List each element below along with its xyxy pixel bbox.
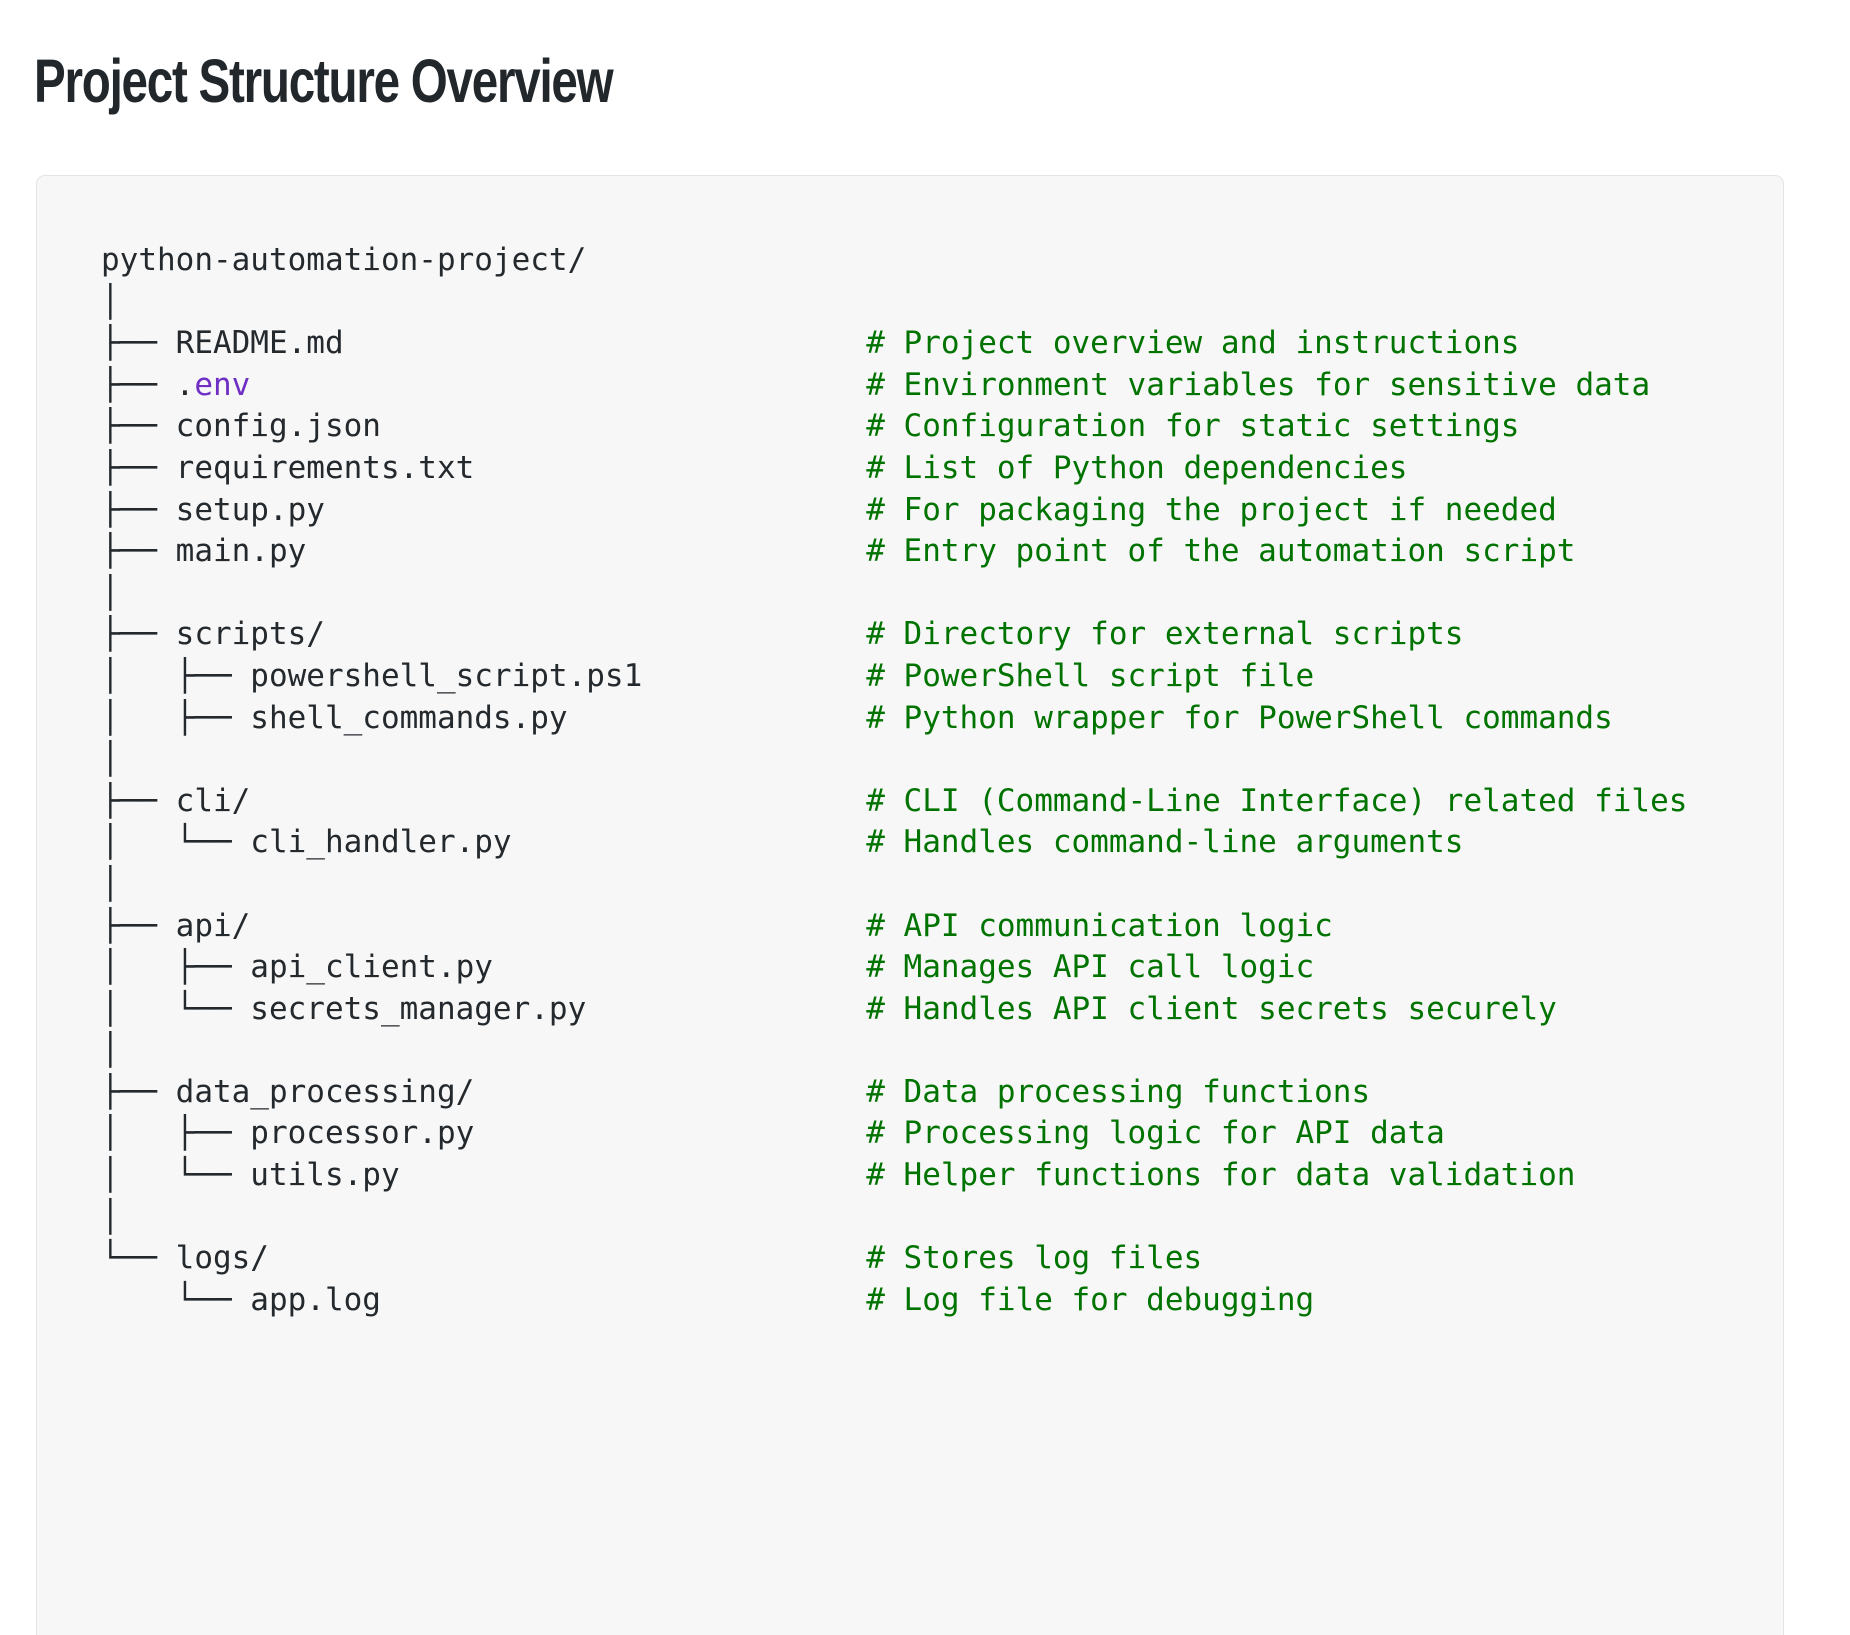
- tree-line: ├── main.py # Entry point of the automat…: [101, 533, 1576, 570]
- tree-line-comment: # Helper functions for data validation: [866, 1157, 1576, 1194]
- tree-line: │ ├── powershell_script.ps1 # PowerShell…: [101, 657, 1315, 694]
- tree-line: │ ├── shell_commands.py # Python wrapper…: [101, 699, 1613, 736]
- file-extension-highlight: env: [194, 366, 251, 403]
- tree-line-comment: # Environment variables for sensitive da…: [866, 366, 1651, 403]
- tree-line: ├── setup.py # For packaging the project…: [101, 491, 1557, 528]
- tree-line: └── app.log # Log file for debugging: [101, 1281, 1315, 1318]
- tree-line: python-automation-project/: [101, 242, 587, 278]
- code-block-scroll-area[interactable]: python-automation-project/ │ ├── README.md…: [37, 176, 1783, 1635]
- tree-line: ├── config.json # Configuration for stat…: [101, 408, 1520, 445]
- tree-line-comment: # Manages API call logic: [866, 949, 1315, 986]
- tree-line: ├── data_processing/ # Data processing f…: [101, 1073, 1371, 1110]
- code-block-card: python-automation-project/ │ ├── README.md…: [36, 175, 1784, 1635]
- tree-line: │: [101, 865, 120, 902]
- page-title: Project Structure Overview: [34, 46, 614, 115]
- tree-line-comment: # API communication logic: [866, 907, 1333, 944]
- tree-line-comment: # Log file for debugging: [866, 1281, 1315, 1318]
- tree-line: │ ├── processor.py # Processing logic fo…: [101, 1115, 1445, 1152]
- tree-line-comment: # List of Python dependencies: [866, 449, 1408, 486]
- tree-line: │ └── utils.py # Helper functions for da…: [101, 1157, 1576, 1194]
- tree-line: ├── requirements.txt # List of Python de…: [101, 449, 1408, 486]
- tree-line-comment: # CLI (Command-Line Interface) related f…: [866, 782, 1688, 819]
- tree-line: │: [101, 283, 120, 320]
- tree-line: └── logs/ # Stores log files: [101, 1240, 1203, 1277]
- tree-line-comment: # Directory for external scripts: [866, 616, 1464, 653]
- tree-line: │ ├── api_client.py # Manages API call l…: [101, 949, 1315, 986]
- tree-line: ├── README.md # Project overview and ins…: [101, 325, 1520, 362]
- tree-line: │: [101, 1032, 120, 1069]
- tree-line: ├── cli/ # CLI (Command-Line Interface) …: [101, 782, 1688, 819]
- tree-line-comment: # For packaging the project if needed: [866, 491, 1557, 528]
- tree-line: ├── scripts/ # Directory for external sc…: [101, 616, 1464, 653]
- tree-line-comment: # Processing logic for API data: [866, 1115, 1445, 1152]
- tree-line-comment: # Data processing functions: [866, 1073, 1371, 1110]
- tree-line: │: [101, 1198, 120, 1235]
- tree-line-comment: # Python wrapper for PowerShell commands: [866, 699, 1613, 736]
- tree-line: ├── .env # Environment variables for sen…: [101, 366, 1651, 403]
- tree-line-comment: # Handles command-line arguments: [866, 824, 1464, 861]
- tree-line: │: [101, 574, 120, 611]
- tree-line-comment: # Stores log files: [866, 1240, 1203, 1277]
- tree-line: │ └── secrets_manager.py # Handles API c…: [101, 990, 1557, 1027]
- tree-line-comment: # Configuration for static settings: [866, 408, 1520, 445]
- tree-line-comment: # Project overview and instructions: [866, 325, 1520, 362]
- tree-line: │: [101, 741, 120, 778]
- tree-line: │ └── cli_handler.py # Handles command-l…: [101, 824, 1464, 861]
- tree-line-comment: # PowerShell script file: [866, 657, 1315, 694]
- tree-line-comment: # Entry point of the automation script: [866, 533, 1576, 570]
- tree-line: ├── api/ # API communication logic: [101, 907, 1333, 944]
- tree-line-comment: # Handles API client secrets securely: [866, 990, 1557, 1027]
- project-structure-tree: python-automation-project/ │ ├── README.md…: [37, 176, 1783, 1361]
